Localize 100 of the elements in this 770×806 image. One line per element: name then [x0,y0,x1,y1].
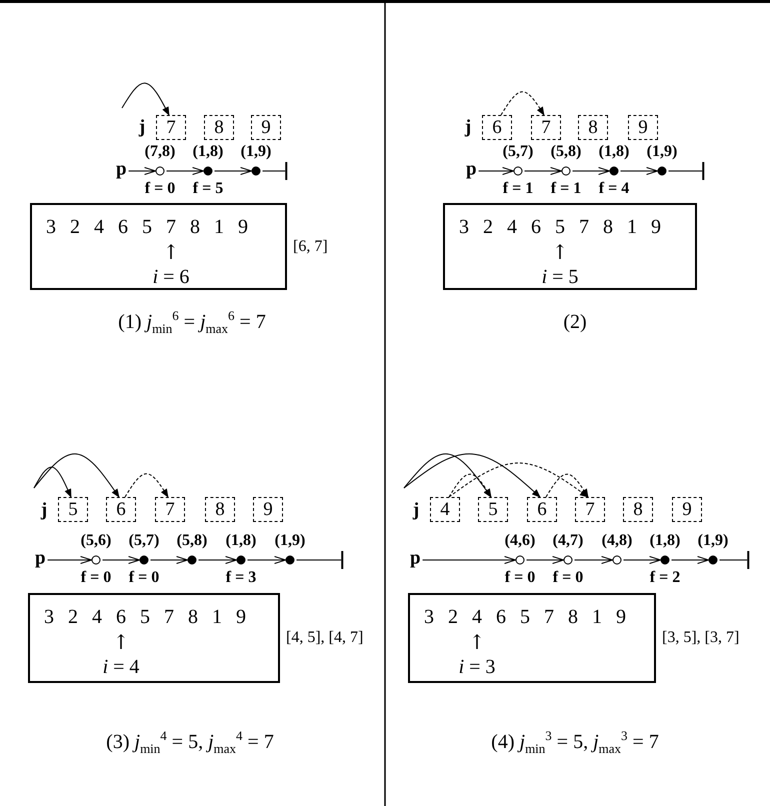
dot-marker [610,166,618,176]
dot-marker [252,166,260,176]
pair-label: (1,9) [698,533,728,549]
array-box [408,593,656,683]
index-box: 8 [205,497,235,522]
f-value-label: f = 4 [598,181,630,197]
index-box: 7 [575,497,605,522]
arrow [247,556,286,564]
circle-marker [612,556,622,564]
f-value-label: f = 3 [226,570,256,586]
pair-label: (4,8) [602,533,632,549]
pointer-arrow: ↑ [112,632,130,652]
dot-marker [188,556,196,564]
array-box [443,203,697,290]
arrow [623,556,661,564]
array-values: 3 2 4 6 5 7 8 1 9 [44,607,246,627]
arrow [671,556,709,564]
circle-marker [562,166,570,176]
dot-marker [286,556,294,564]
circle-marker [156,166,164,176]
pointer-arrow: ↑ [468,632,486,652]
curved-arrow [546,474,588,498]
curved-arrow [124,473,168,498]
index-label: i = 4 [102,657,140,677]
array-box [30,203,287,290]
arrow [524,167,562,175]
index-box: 4 [430,497,460,522]
list-label: p [116,160,127,179]
arrow [526,556,564,564]
index-variable-label: j [40,500,48,520]
arrow [128,167,156,175]
pointer-arrow: ↑ [162,242,180,262]
f-value-label: f = 0 [552,570,584,586]
array-values: 3 2 4 6 5 7 8 1 9 [459,217,661,237]
dot-marker [236,556,246,564]
curved-arrow [448,462,589,498]
pointer-arrow: ↑ [552,242,568,262]
curved-arrow [448,474,492,498]
index-variable-label: j [138,118,146,136]
circle-marker [92,556,100,564]
pair-label: (5,8) [550,144,582,160]
pair-label: (1,8) [598,144,630,160]
list-label: p [410,548,421,568]
index-box: 9 [672,497,702,522]
pair-label: (1,9) [274,533,306,549]
circle-marker [516,556,524,564]
panel-caption: (1) j$_{min}$$^{6}$ = j$_{max}$$^{6}$ = 7 [118,309,266,335]
dot-marker [140,556,148,564]
index-label: i = 3 [458,657,496,677]
index-box: 8 [623,497,653,522]
pair-label: (1,8) [226,533,256,549]
pair-label: (4,7) [552,533,584,549]
dot-marker [204,166,212,176]
arrow [572,167,610,175]
curved-arrow [500,91,544,116]
curved-arrow [404,454,492,498]
arrow [47,556,92,564]
f-value-label: f = 1 [502,181,534,197]
dot-marker [658,166,666,176]
index-box: 7 [155,497,185,522]
array-box [28,593,280,683]
f-value-label: f = 0 [80,570,112,586]
pair-label: (1,8) [192,144,224,160]
index-box: 6 [482,115,512,140]
index-box: 9 [253,497,283,522]
connector-line [668,170,703,172]
pair-label: (5,7) [128,533,160,549]
interval-label: [4, 5], [4, 7] [286,630,364,646]
list-label: p [466,160,477,179]
index-label: i = 6 [152,267,190,287]
pair-label: (5,6) [80,533,112,549]
index-box: 6 [527,497,557,522]
circle-marker [514,166,522,176]
f-value-label: f = 0 [504,570,536,586]
index-box: 9 [628,115,658,140]
pair-label: (5,7) [502,144,534,160]
pair-label: (1,9) [240,144,272,160]
dot-marker [708,556,718,564]
curved-arrow [34,466,72,498]
interval-label: [6, 7] [293,238,328,254]
dot-marker [660,556,670,564]
f-value-label: f = 1 [550,181,582,197]
arrow [422,556,516,564]
f-value-label: f = 2 [650,570,680,586]
index-variable-label: j [412,500,420,520]
panel-caption: (2) [563,312,587,332]
pair-label: (4,6) [504,533,536,549]
interval-label: [3, 5], [3, 7] [662,630,740,646]
curved-arrow [404,454,541,498]
array-values: 3 2 4 6 5 7 8 1 9 [46,217,248,237]
connector-line [262,170,286,172]
index-box: 9 [251,115,281,140]
f-value-label: f = 0 [144,181,176,197]
list-label: p [35,548,46,568]
index-variable-label: j [464,118,472,136]
index-box: 6 [106,497,136,522]
index-box: 5 [58,497,88,522]
index-label: i = 5 [542,267,578,287]
curved-arrow [122,82,170,116]
arrow [214,167,252,175]
